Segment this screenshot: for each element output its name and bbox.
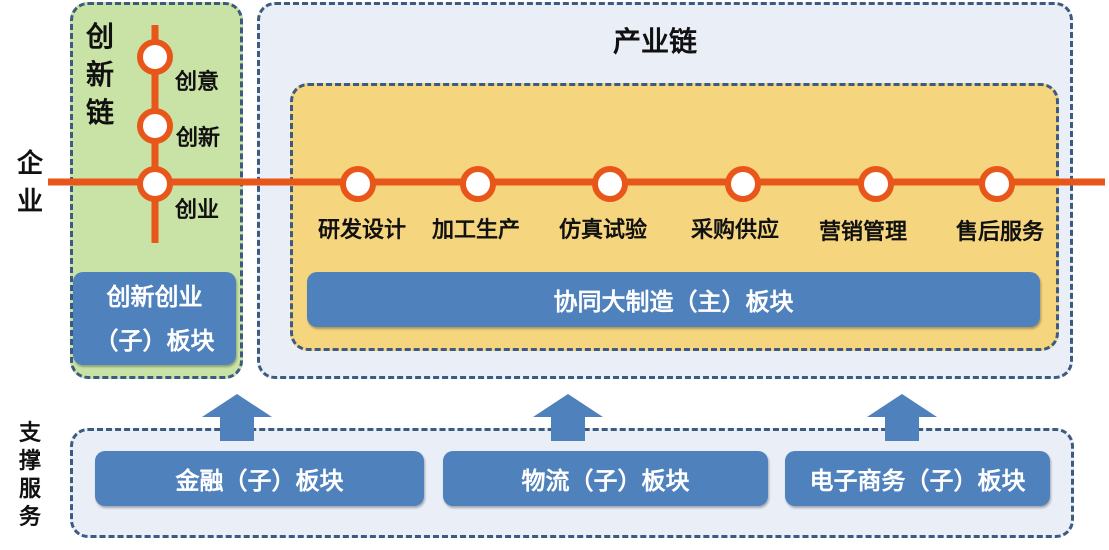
arrow-up-icon xyxy=(867,394,937,441)
stage-label: 营销管理 xyxy=(818,220,908,245)
stage-label: 采购供应 xyxy=(690,218,780,243)
block-label-line1: 创新创业 xyxy=(106,282,203,311)
arrow-up-icon xyxy=(202,394,272,441)
logistics-block[interactable]: 物流（子）板块 xyxy=(443,451,768,506)
stage-label: 加工生产 xyxy=(431,218,521,243)
node-simulation xyxy=(592,166,628,202)
node-marketing xyxy=(858,166,894,202)
stage-label: 仿真试验 xyxy=(558,218,648,243)
innovation-chain-title: 创新链 xyxy=(85,20,114,129)
stage-label: 研发设计 xyxy=(317,218,407,243)
stage-label: 创业 xyxy=(175,198,220,223)
node-innovation xyxy=(137,108,173,144)
node-aftersales xyxy=(979,166,1015,202)
support-services-label: 支撑服务 xyxy=(18,421,41,530)
finance-block[interactable]: 金融（子）板块 xyxy=(95,451,424,506)
industry-chain-title: 产业链 xyxy=(612,25,698,58)
collaborative-manufacturing-block[interactable]: 协同大制造（主）板块 xyxy=(307,272,1040,327)
node-startup xyxy=(137,166,173,202)
stage-label: 售后服务 xyxy=(955,220,1045,245)
arrow-up-icon xyxy=(533,394,603,441)
stage-label: 创新 xyxy=(176,126,221,151)
enterprise-label: 企业 xyxy=(16,149,43,217)
node-procurement xyxy=(725,166,761,202)
block-label-line2: （子）板块 xyxy=(94,326,215,355)
ecommerce-block[interactable]: 电子商务（子）板块 xyxy=(785,451,1050,506)
innovation-startup-block[interactable]: 创新创业 （子）板块 xyxy=(73,272,236,365)
node-rd xyxy=(340,166,376,202)
node-production xyxy=(460,166,496,202)
node-idea xyxy=(137,39,173,75)
stage-label: 创意 xyxy=(175,70,220,95)
